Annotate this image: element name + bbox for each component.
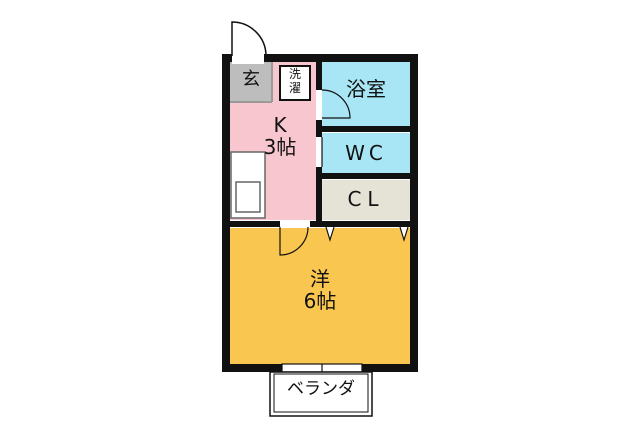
bath-door-gap [316, 90, 322, 120]
washer-label-line1: 洗 [288, 67, 301, 81]
balcony-inner [273, 373, 369, 413]
room-door-swing [279, 226, 309, 256]
wc-door-gap [316, 137, 322, 167]
washer-label-line2: 濯 [288, 80, 301, 95]
bath-label: 浴室 [346, 77, 386, 101]
wc-label: WC [345, 141, 387, 165]
kitchen-label: K 3帖 [252, 114, 308, 158]
closet-floor [322, 180, 410, 220]
closet-door-right [399, 226, 409, 243]
washer-box [279, 65, 311, 101]
room-door-gap [280, 221, 310, 227]
kitchen-sink [235, 181, 261, 213]
bath-door-swing [321, 89, 351, 119]
entrance-door-swing [231, 21, 267, 57]
western-label-line1: 洋 [310, 267, 330, 291]
closet-label: CL [347, 187, 385, 211]
entrance-door-gap [232, 52, 264, 64]
western-room-floor [230, 228, 410, 364]
entrance-label: 玄 [242, 69, 260, 90]
western-label-line2: 6帖 [303, 289, 337, 313]
washer-label: 洗 濯 [280, 67, 310, 96]
balcony [269, 371, 373, 417]
balcony-label: ベランダ [287, 379, 355, 399]
wc-floor [322, 133, 410, 173]
kitchen-label-line2: 3帖 [263, 135, 297, 159]
western-room-label: 洋 6帖 [290, 268, 350, 312]
kitchen-label-line1: K [273, 113, 287, 137]
entrance-floor [230, 62, 272, 102]
closet-door-left [325, 226, 335, 243]
